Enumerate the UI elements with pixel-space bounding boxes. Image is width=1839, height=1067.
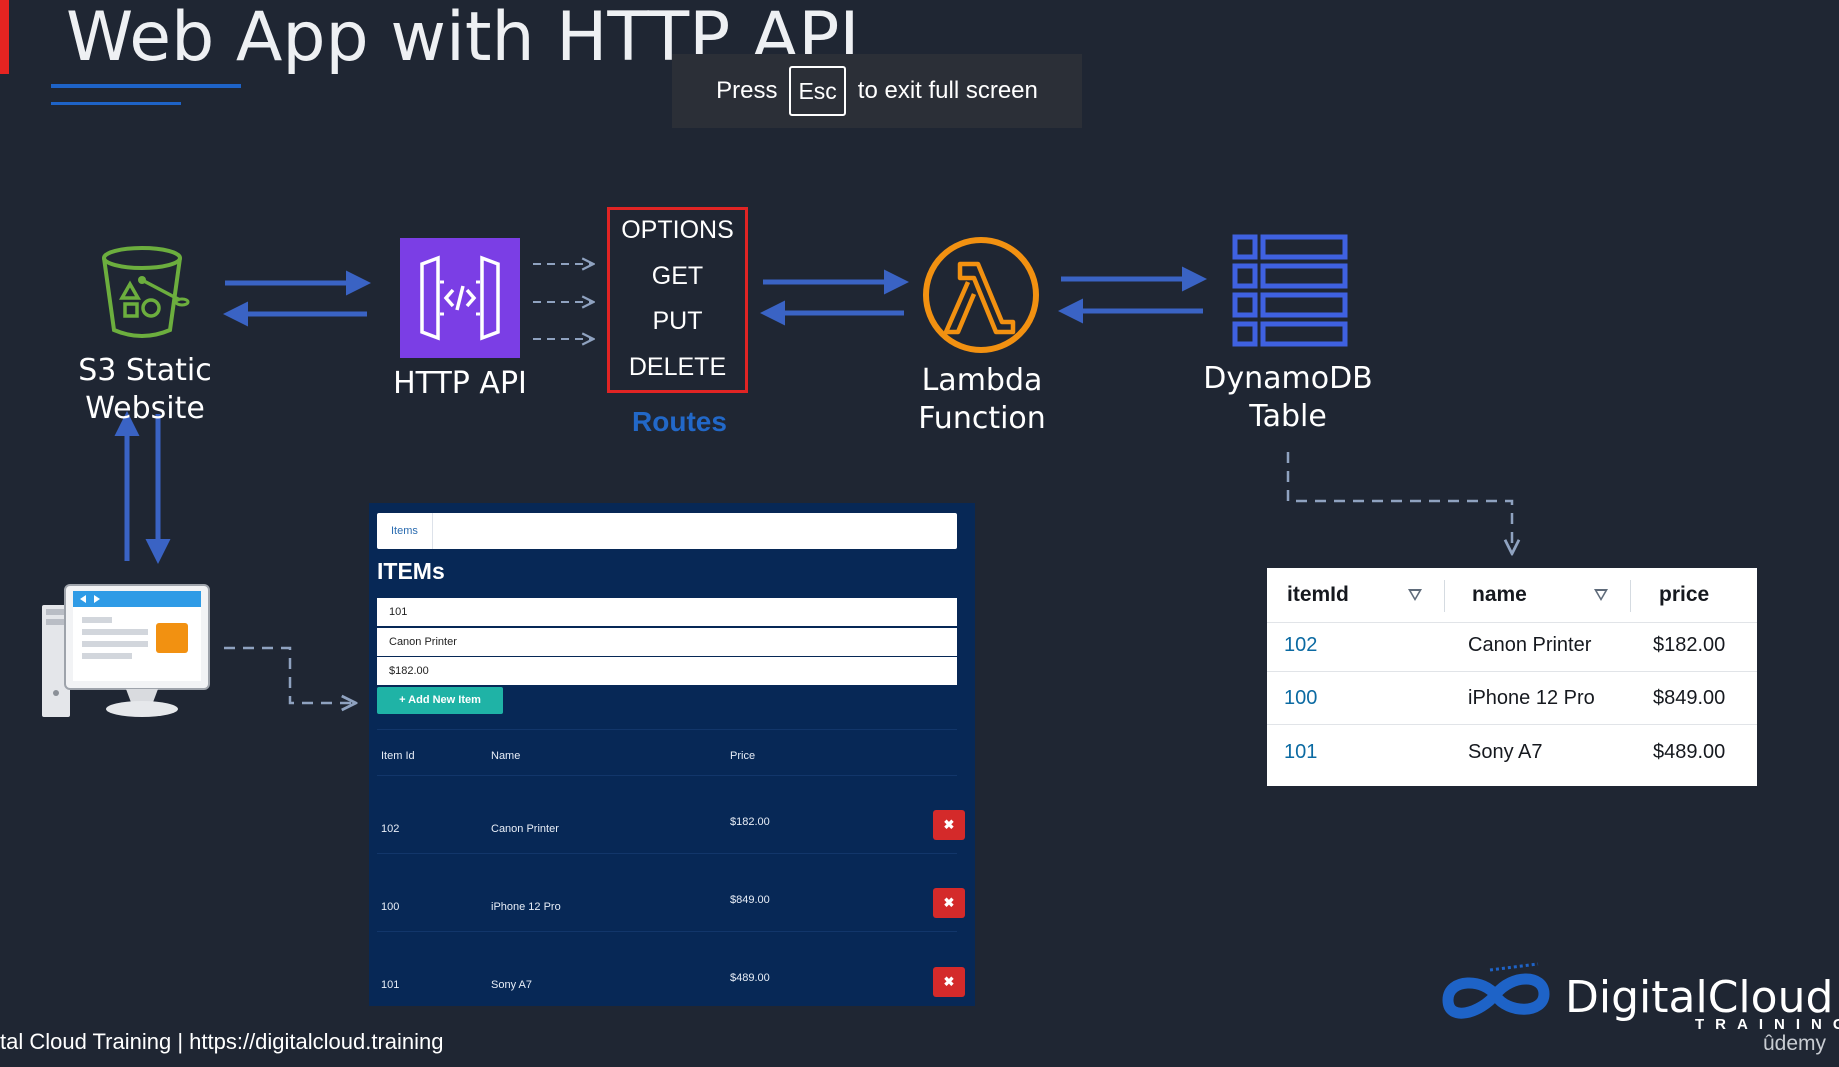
sort-icon[interactable] bbox=[1594, 589, 1608, 601]
row-item-id: 100 bbox=[381, 901, 400, 913]
add-item-button[interactable]: + Add New Item bbox=[377, 687, 503, 714]
s3-label: S3 Static Website bbox=[78, 353, 212, 426]
add-item-label: Add New Item bbox=[408, 694, 481, 706]
accent-bar bbox=[0, 0, 9, 74]
delete-button[interactable]: ✖ bbox=[933, 888, 965, 918]
title-underline bbox=[51, 84, 241, 88]
row-itemid-link[interactable]: 101 bbox=[1284, 741, 1318, 763]
item-name-input[interactable]: Canon Printer bbox=[377, 628, 957, 656]
dynamodb-table-icon bbox=[1232, 234, 1348, 347]
divider bbox=[377, 853, 957, 854]
col-header-price: Price bbox=[730, 750, 756, 762]
brand-name: DigitalCloud bbox=[1565, 972, 1834, 1023]
route-options: OPTIONS bbox=[621, 216, 734, 244]
col-header-name[interactable]: name bbox=[1472, 583, 1527, 606]
row-item-id: 101 bbox=[381, 979, 400, 991]
esc-key: Esc bbox=[789, 66, 846, 116]
header-separator bbox=[1630, 580, 1631, 612]
brand-tagline: TRAINING bbox=[1695, 1016, 1839, 1033]
s3-bucket-icon bbox=[102, 246, 190, 338]
col-header-item-id: Item Id bbox=[381, 750, 415, 762]
title-underline-short bbox=[51, 102, 181, 105]
dashed-dynamodb-to-table bbox=[1286, 452, 1512, 552]
route-put: PUT bbox=[652, 307, 703, 335]
http-api-label: HTTP API bbox=[393, 366, 527, 401]
item-price-input[interactable]: $182.00 bbox=[377, 657, 957, 685]
divider bbox=[377, 931, 957, 932]
dynamodb-items-table: itemId name price 102 Canon Printer $182… bbox=[1267, 568, 1757, 786]
col-header-name: Name bbox=[491, 750, 521, 762]
plus-icon: + bbox=[399, 694, 409, 706]
header-separator bbox=[1444, 580, 1445, 612]
routes-label: Routes bbox=[632, 406, 727, 437]
row-item-name: iPhone 12 Pro bbox=[491, 901, 561, 913]
lambda-label-line1: Lambda bbox=[921, 363, 1043, 398]
lambda-label-line2: Function bbox=[918, 401, 1046, 436]
row-separator bbox=[1267, 671, 1757, 672]
lambda-icon bbox=[923, 237, 1039, 353]
col-header-itemid[interactable]: itemId bbox=[1287, 583, 1349, 606]
api-gateway-icon bbox=[400, 238, 520, 358]
routes-box: OPTIONS GET PUT DELETE bbox=[607, 207, 748, 393]
web-app-preview: Items ITEMs 101 Canon Printer $182.00 + … bbox=[369, 503, 975, 1006]
app-heading: ITEMs bbox=[377, 558, 445, 584]
dynamodb-label-line1: DynamoDB bbox=[1203, 361, 1373, 396]
fullscreen-notice: Press Esc to exit full screen bbox=[672, 54, 1082, 128]
row-item-name: Sony A7 bbox=[491, 979, 532, 991]
divider bbox=[377, 729, 957, 730]
row-price: $849.00 bbox=[1653, 687, 1726, 709]
dashed-client-to-app bbox=[224, 646, 354, 703]
slide-footer: tal Cloud Training | https://digitalclou… bbox=[0, 1029, 444, 1054]
row-price: $182.00 bbox=[1653, 634, 1726, 656]
row-item-price: $489.00 bbox=[730, 972, 770, 984]
row-item-id: 102 bbox=[381, 823, 400, 835]
divider bbox=[377, 775, 957, 776]
fullscreen-notice-suffix: to exit full screen bbox=[857, 77, 1038, 104]
sort-icon[interactable] bbox=[1408, 589, 1422, 601]
row-item-price: $182.00 bbox=[730, 816, 770, 828]
item-id-input[interactable]: 101 bbox=[377, 598, 957, 626]
row-item-name: Canon Printer bbox=[491, 823, 559, 835]
col-header-price[interactable]: price bbox=[1659, 583, 1710, 606]
route-get: GET bbox=[651, 262, 704, 290]
row-price: $489.00 bbox=[1653, 741, 1726, 763]
desktop-computer-icon bbox=[42, 584, 210, 717]
digitalcloud-logo-icon bbox=[1442, 962, 1550, 1019]
row-separator bbox=[1267, 724, 1757, 725]
row-itemid-link[interactable]: 102 bbox=[1284, 634, 1318, 656]
udemy-watermark: ûdemy bbox=[1763, 1032, 1827, 1055]
delete-button[interactable]: ✖ bbox=[933, 810, 965, 840]
row-name: Canon Printer bbox=[1468, 634, 1592, 656]
row-item-price: $849.00 bbox=[730, 894, 770, 906]
fullscreen-notice-press: Press bbox=[716, 77, 778, 104]
row-name: Sony A7 bbox=[1468, 741, 1543, 763]
row-itemid-link[interactable]: 100 bbox=[1284, 687, 1318, 709]
row-separator bbox=[1267, 622, 1757, 623]
delete-button[interactable]: ✖ bbox=[933, 967, 965, 997]
row-name: iPhone 12 Pro bbox=[1468, 687, 1595, 709]
route-delete: DELETE bbox=[628, 353, 727, 381]
dynamodb-label-line2: Table bbox=[1249, 399, 1327, 434]
app-nav-bar: Items bbox=[377, 513, 957, 549]
tab-items[interactable]: Items bbox=[377, 513, 433, 549]
